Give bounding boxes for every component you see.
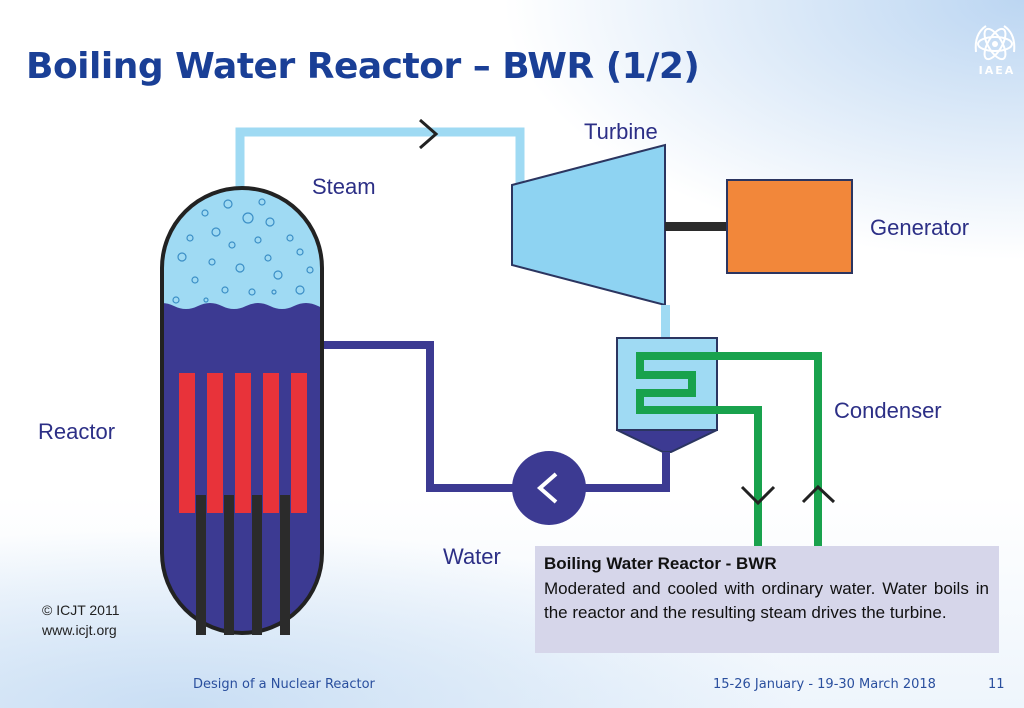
bwr-diagram: Turbine Steam Generator Reactor Condense… <box>38 118 969 635</box>
credit-url: www.icjt.org <box>42 622 117 638</box>
steam-flow-arrow-icon <box>419 118 439 150</box>
footer-dates: 15-26 January - 19-30 March 2018 <box>713 677 936 692</box>
feedwater-pipe <box>322 341 670 492</box>
page-number: 11 <box>988 677 1005 692</box>
logo-text: IAEA <box>978 64 1016 77</box>
cooling-inflow-arrow-icon <box>801 484 836 504</box>
pump-arrow-icon <box>536 472 558 504</box>
exhaust-pipe <box>661 305 670 340</box>
condenser <box>616 337 718 431</box>
generator-label: Generator <box>870 215 969 240</box>
slide-title: Boiling Water Reactor – BWR (1/2) <box>26 46 700 87</box>
image-credit: © ICJT 2011 www.icjt.org <box>42 600 120 640</box>
turbine-label: Turbine <box>584 119 658 144</box>
steam-bubbles <box>172 198 314 304</box>
iaea-logo-icon <box>974 25 1016 61</box>
generator <box>726 179 853 274</box>
copyright-text: © ICJT 2011 <box>42 602 120 618</box>
info-box: Boiling Water Reactor - BWR Moderated an… <box>535 546 999 653</box>
fuel-rods <box>179 373 307 513</box>
generator-shaft <box>665 222 727 231</box>
pump <box>512 451 586 525</box>
steam-label: Steam <box>312 174 376 199</box>
cooling-water-pipe <box>636 352 822 560</box>
control-rods <box>196 495 290 635</box>
water-label: Water <box>443 544 501 569</box>
footer-course: Design of a Nuclear Reactor <box>193 677 375 692</box>
steam-pipe <box>235 127 525 195</box>
condenser-label: Condenser <box>834 398 942 423</box>
info-box-title: Boiling Water Reactor - BWR <box>544 554 777 573</box>
cooling-outflow-arrow-icon <box>740 485 776 506</box>
turbine <box>511 143 666 307</box>
condenser-hotwell <box>616 429 718 453</box>
reactor-label: Reactor <box>38 419 115 444</box>
reactor-vessel <box>160 186 324 635</box>
info-box-body: Moderated and cooled with ordinary water… <box>544 579 989 622</box>
